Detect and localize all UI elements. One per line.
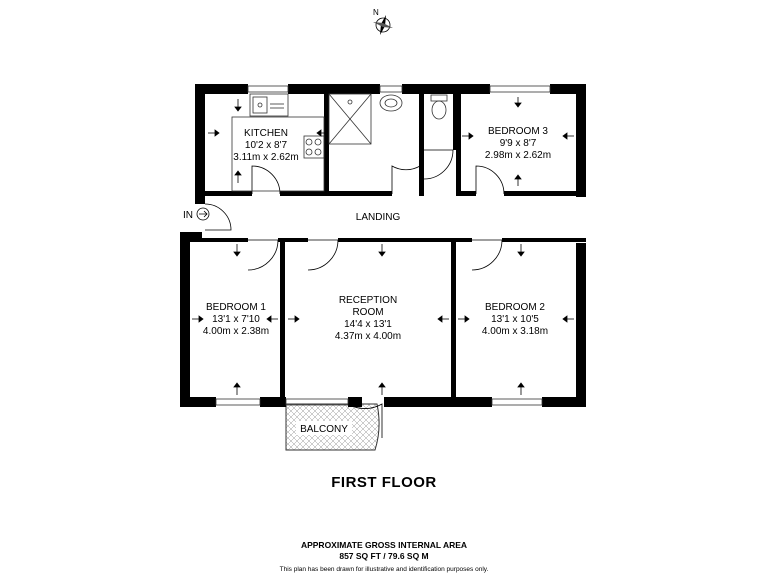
balcony-name: BALCONY xyxy=(300,424,348,435)
floor-title: FIRST FLOOR xyxy=(331,474,437,491)
bedroom3-name: BEDROOM 3 xyxy=(488,126,548,137)
outer-walls xyxy=(180,84,586,407)
disclaimer-text: This plan has been drawn for illustrativ… xyxy=(279,566,489,573)
area-heading: APPROXIMATE GROSS INTERNAL AREA xyxy=(300,540,468,550)
kitchen-fixtures xyxy=(231,93,325,192)
landing-name: LANDING xyxy=(356,212,401,223)
entrance-marker: IN xyxy=(183,207,210,221)
reception-imperial: 14'4 x 13'1 xyxy=(344,319,392,330)
compass-icon: N xyxy=(373,8,393,35)
reception-name-line2: ROOM xyxy=(352,307,383,318)
door-swings xyxy=(204,149,505,438)
bathroom-fixtures xyxy=(328,93,448,145)
interior-walls xyxy=(190,90,586,406)
bedroom3-metric: 2.98m x 2.62m xyxy=(485,150,551,161)
entrance-label: IN xyxy=(183,210,193,221)
bedroom2-name: BEDROOM 2 xyxy=(485,302,545,313)
balcony xyxy=(285,403,380,451)
dimension-arrows xyxy=(192,97,574,395)
bedroom1-metric: 4.00m x 2.38m xyxy=(203,326,269,337)
area-value: 857 SQ FT / 79.6 SQ M xyxy=(339,551,429,561)
reception-name-line1: RECEPTION xyxy=(339,295,397,306)
room-labels: KITCHEN 10'2 x 8'7 3.11m x 2.62m BEDROOM… xyxy=(203,126,551,435)
reception-metric: 4.37m x 4.00m xyxy=(335,331,401,342)
kitchen-metric: 3.11m x 2.62m xyxy=(233,152,298,163)
bedroom3-imperial: 9'9 x 8'7 xyxy=(500,138,537,149)
kitchen-imperial: 10'2 x 8'7 xyxy=(245,140,288,151)
bedroom1-imperial: 13'1 x 7'10 xyxy=(212,314,260,325)
bedroom1-name: BEDROOM 1 xyxy=(206,302,266,313)
bedroom2-imperial: 13'1 x 10'5 xyxy=(491,314,539,325)
kitchen-name: KITCHEN xyxy=(244,128,288,139)
compass-letter: N xyxy=(373,8,379,17)
bedroom2-metric: 4.00m x 3.18m xyxy=(482,326,548,337)
windows xyxy=(215,85,551,406)
